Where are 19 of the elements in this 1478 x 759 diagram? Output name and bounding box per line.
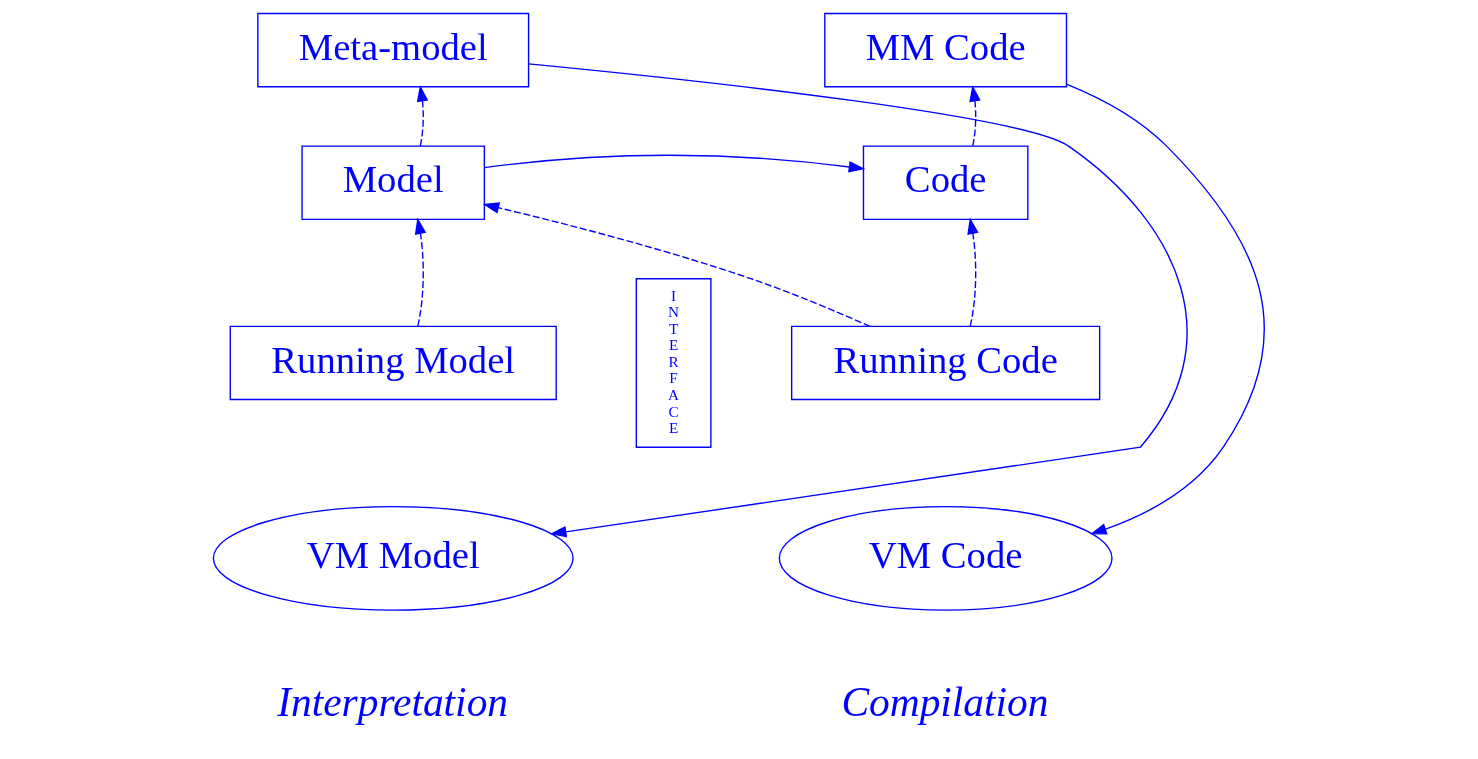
arrow xyxy=(967,217,979,327)
arrow xyxy=(483,154,866,173)
arrow xyxy=(482,202,871,327)
node-box: Running Code xyxy=(790,325,1101,401)
label: Interpretation xyxy=(277,679,509,726)
arrow xyxy=(1066,83,1265,535)
arrow xyxy=(414,217,427,327)
node-box: Model xyxy=(301,145,486,220)
node-box: MM Code xyxy=(824,12,1068,88)
node-box: INTERFACE xyxy=(635,278,712,448)
node-box: Code xyxy=(862,145,1029,220)
arrow xyxy=(969,84,981,147)
label: Compilation xyxy=(841,679,1049,726)
arrow xyxy=(416,84,429,147)
arrow xyxy=(528,63,1188,538)
node-ellipse: VM Code xyxy=(778,505,1113,611)
node-ellipse: VM Model xyxy=(212,505,574,611)
node-box: Meta-model xyxy=(257,12,530,88)
node-box: Running Model xyxy=(229,325,557,401)
